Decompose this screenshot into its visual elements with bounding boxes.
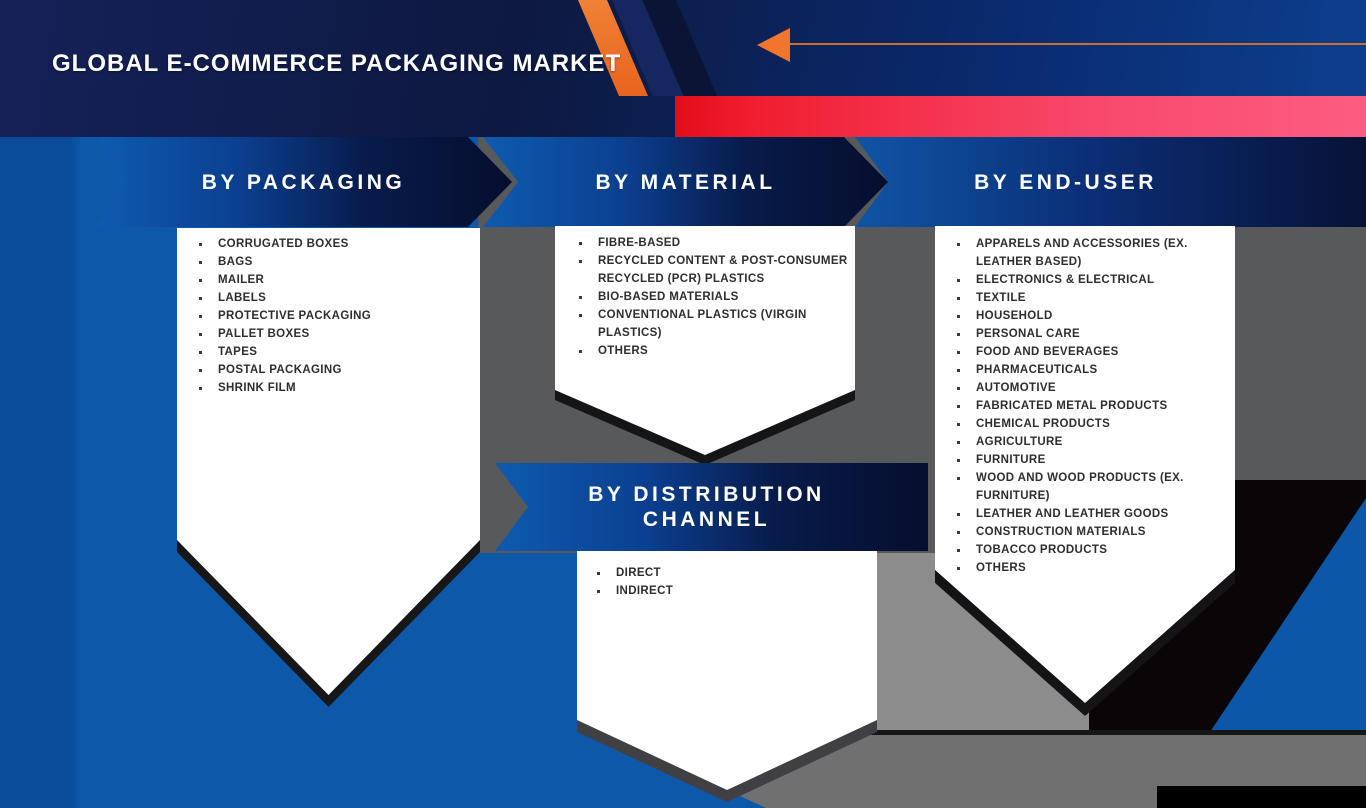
list-item: PALLET BOXES: [199, 325, 473, 343]
list-item: AGRICULTURE: [957, 433, 1231, 451]
end-user-list: APPARELS AND ACCESSORIES (EX. LEATHER BA…: [957, 235, 1231, 577]
banner-end-user: BY END-USER: [855, 137, 1366, 227]
list-item: TAPES: [199, 343, 473, 361]
list-item: SHRINK FILM: [199, 379, 473, 397]
list-item: DIRECT: [597, 564, 871, 582]
banner-packaging-label: BY PACKAGING: [201, 170, 406, 194]
red-accent-bar: [675, 96, 1366, 137]
list-item: LABELS: [199, 289, 473, 307]
header-band: GLOBAL E-COMMERCE PACKAGING MARKET: [0, 0, 1366, 137]
list-item: APPARELS AND ACCESSORIES (EX. LEATHER BA…: [957, 235, 1231, 271]
list-item: INDIRECT: [597, 582, 871, 600]
banner-end-user-label: BY END-USER: [974, 170, 1157, 194]
list-item: POSTAL PACKAGING: [199, 361, 473, 379]
list-item: MAILER: [199, 271, 473, 289]
list-item: TEXTILE: [957, 289, 1231, 307]
list-item: BAGS: [199, 253, 473, 271]
list-item: PROTECTIVE PACKAGING: [199, 307, 473, 325]
list-item: CONSTRUCTION MATERIALS: [957, 523, 1231, 541]
list-item: RECYCLED CONTENT & POST-CONSUMER RECYCLE…: [579, 252, 853, 288]
banner-material: BY MATERIAL: [483, 137, 888, 227]
banner-packaging: BY PACKAGING: [95, 137, 512, 227]
list-item: FURNITURE: [957, 451, 1231, 469]
list-item: LEATHER AND LEATHER GOODS: [957, 505, 1231, 523]
banner-material-label: BY MATERIAL: [595, 170, 776, 194]
left-arrow-icon: [757, 28, 790, 62]
list-item: FABRICATED METAL PRODUCTS: [957, 397, 1231, 415]
banner-distribution-channel: BY DISTRIBUTION CHANNEL: [495, 463, 928, 551]
list-item: AUTOMOTIVE: [957, 379, 1231, 397]
list-item: FOOD AND BEVERAGES: [957, 343, 1231, 361]
page-title: GLOBAL E-COMMERCE PACKAGING MARKET: [52, 50, 622, 78]
list-item: TOBACCO PRODUCTS: [957, 541, 1231, 559]
list-item: BIO-BASED MATERIALS: [579, 288, 853, 306]
list-item: HOUSEHOLD: [957, 307, 1231, 325]
banner-distribution-channel-label: BY DISTRIBUTION CHANNEL: [588, 483, 825, 531]
backdrop-gray-right: [1235, 208, 1366, 480]
list-item: CHEMICAL PRODUCTS: [957, 415, 1231, 433]
list-item: PHARMACEUTICALS: [957, 361, 1231, 379]
list-item: FIBRE-BASED: [579, 234, 853, 252]
list-item: CORRUGATED BOXES: [199, 235, 473, 253]
list-item: WOOD AND WOOD PRODUCTS (EX. FURNITURE): [957, 469, 1231, 505]
brand-bar: [1157, 786, 1366, 808]
arrow-line: [789, 43, 1366, 45]
list-item: CONVENTIONAL PLASTICS (VIRGIN PLASTICS): [579, 306, 853, 342]
list-item: PERSONAL CARE: [957, 325, 1231, 343]
list-item: OTHERS: [957, 559, 1231, 577]
shadow-edge-line: [855, 730, 1366, 736]
list-item: OTHERS: [579, 342, 853, 360]
list-item: ELECTRONICS & ELECTRICAL: [957, 271, 1231, 289]
